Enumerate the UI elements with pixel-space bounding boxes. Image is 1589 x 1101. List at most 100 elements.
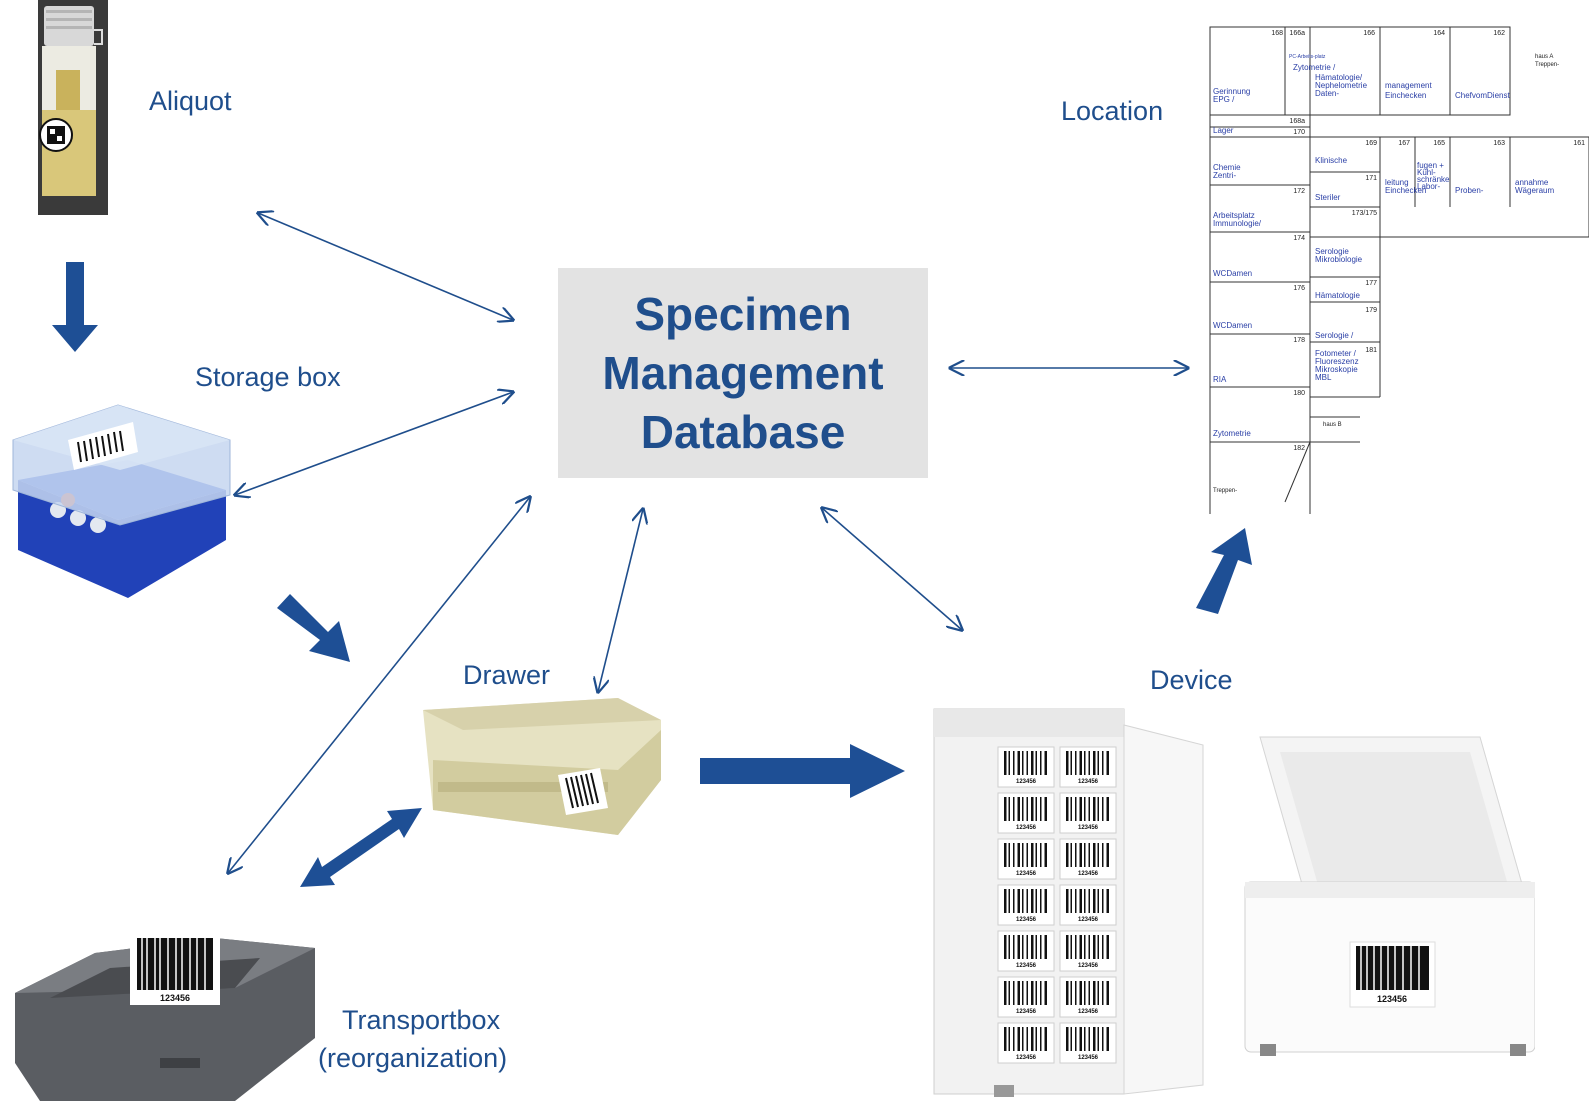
floor-plan-room-name: EPG / <box>1213 95 1235 104</box>
drawer-barcode <box>558 768 608 815</box>
floor-plan-room-name: Kühl- <box>1417 168 1436 177</box>
floor-plan-room-name: Fotometer / <box>1315 349 1357 358</box>
floor-plan-room-name: leitung <box>1385 178 1409 187</box>
floor-plan-room-number: 171 <box>1365 175 1377 182</box>
freezer-drawer-barcode-number: 123456 <box>1016 779 1037 785</box>
device-label: Device <box>1150 665 1233 695</box>
floor-plan-room-name: Zytometrie / <box>1293 63 1336 72</box>
freezer-drawer-barcode-number: 123456 <box>1016 871 1037 877</box>
chest-freezer-barcode-number: 123456 <box>1377 994 1407 1004</box>
floor-plan-room-name: Fluoreszenz <box>1315 357 1359 366</box>
upright-freezer-image: 123456 123456 123456 123456 123456 123456 1234… <box>933 708 1204 1097</box>
transportbox-barcode: 123456 <box>130 933 220 1005</box>
floor-plan-room-number: 168 <box>1271 30 1283 37</box>
floor-plan-room-number: 165 <box>1433 140 1445 147</box>
aliquot-tube-image <box>38 0 108 215</box>
freezer-drawer-barcode-number: 123456 <box>1078 779 1099 785</box>
floor-plan-room-name: management <box>1385 81 1432 90</box>
transportbox-barcode-number: 123456 <box>160 993 190 1003</box>
floor-plan-room-name: Serologie <box>1315 247 1349 256</box>
freezer-drawer-barcode: 123456 <box>997 792 1055 834</box>
flow-arrow-diagonal <box>277 594 350 662</box>
floor-plan-room-name: Treppen- <box>1535 62 1559 68</box>
floor-plan-room-name: WCDamen <box>1213 321 1252 330</box>
arrow-transportbox-db <box>228 497 530 873</box>
floor-plan-room-number: 182 <box>1293 445 1305 452</box>
floor-plan-room-name: Mikroskopie <box>1315 365 1358 374</box>
freezer-drawer-barcode: 123456 <box>1059 976 1117 1018</box>
floor-plan-room-name: WCDamen <box>1213 269 1252 278</box>
transportbox-image: 123456 <box>15 911 315 1101</box>
flow-arrow-double <box>300 808 422 887</box>
freezer-drawer-barcode: 123456 <box>1059 1022 1117 1064</box>
freezer-drawer-barcode: 123456 <box>997 838 1055 880</box>
floor-plan-room-name: Nephelometrie <box>1315 81 1368 90</box>
freezer-drawer-barcode: 123456 <box>997 976 1055 1018</box>
freezer-drawer-barcode-number: 123456 <box>1078 1009 1099 1015</box>
floor-plan-room-name: annahme <box>1515 178 1549 187</box>
floor-plan-room-name: Proben- <box>1455 186 1484 195</box>
floor-plan-room-number: 180 <box>1293 390 1305 397</box>
floor-plan-room-name: Immunologie/ <box>1213 219 1262 228</box>
freezer-drawer-barcode-number: 123456 <box>1016 1055 1037 1061</box>
floor-plan-room-name: RIA <box>1213 375 1227 384</box>
floor-plan-room-name: Einchecken <box>1385 91 1426 100</box>
arrow-storagebox-db <box>235 392 513 495</box>
floor-plan-room-name: Daten- <box>1315 89 1339 98</box>
database-title-line-2: Management <box>602 346 884 399</box>
storage-box-label: Storage box <box>195 362 341 392</box>
freezer-drawer-barcode: 123456 <box>997 1022 1055 1064</box>
floor-plan-room-name: haus A <box>1535 54 1553 60</box>
freezer-drawer-barcode-number: 123456 <box>1078 871 1099 877</box>
floor-plan-room-number: 173/175 <box>1352 210 1377 217</box>
freezer-drawer-barcode-number: 123456 <box>1078 1055 1099 1061</box>
floor-plan-room-number: 172 <box>1293 188 1305 195</box>
floor-plan-room-name: Gerinnung <box>1213 87 1250 96</box>
freezer-drawer-barcode: 123456 <box>997 930 1055 972</box>
floor-plan-room-number: 166a <box>1289 30 1305 37</box>
floor-plan-room-name: haus B <box>1323 422 1342 428</box>
freezer-drawer-barcode-number: 123456 <box>1078 963 1099 969</box>
storage-box-image <box>12 404 231 598</box>
freezer-drawer-barcode: 123456 <box>997 884 1055 926</box>
aliquot-label: Aliquot <box>149 86 232 116</box>
chest-freezer-barcode: 123456 <box>1349 941 1436 1008</box>
floor-plan-room-name: fugen + <box>1417 161 1444 170</box>
freezer-drawer-barcode: 123456 <box>1059 746 1117 788</box>
floor-plan-room-name: Arbeitsplatz <box>1213 211 1255 220</box>
chest-freezer-image: 123456 <box>1244 736 1535 1056</box>
floor-plan-room-name: Mikrobiologie <box>1315 255 1363 264</box>
freezer-drawer-barcode-number: 123456 <box>1016 825 1037 831</box>
flow-arrow-right <box>700 744 905 798</box>
floor-plan-room-number: 166 <box>1363 30 1375 37</box>
floor-plan-room-name: PC-Arbeits-platz <box>1289 54 1326 60</box>
freezer-drawer-barcode-number: 123456 <box>1016 1009 1037 1015</box>
transportbox-label: Transportbox <box>342 1005 501 1035</box>
floor-plan-room-name: Treppen- <box>1213 488 1237 494</box>
flow-arrow-down <box>52 262 98 352</box>
database-title-line-3: Database <box>640 405 846 458</box>
floor-plan-room-number: 169 <box>1365 140 1377 147</box>
floor-plan-room-number: 177 <box>1365 280 1377 287</box>
freezer-drawer-barcode: 123456 <box>1059 792 1117 834</box>
arrow-drawer-db <box>598 509 643 692</box>
floor-plan-room-name: Labor- <box>1417 182 1440 191</box>
arrow-device-db <box>822 508 962 630</box>
flow-arrow-up <box>1196 528 1252 614</box>
transportbox-note: (reorganization) <box>318 1043 508 1073</box>
floor-plan-room-number: 161 <box>1573 140 1585 147</box>
floor-plan-room-number: 168a <box>1289 118 1305 125</box>
floor-plan-room-name: Hämatologie <box>1315 291 1360 300</box>
floor-plan-room-name: Klinische <box>1315 156 1348 165</box>
floor-plan-room-name: MBL <box>1315 373 1332 382</box>
location-label: Location <box>1061 96 1164 126</box>
floor-plan-room-number: 164 <box>1433 30 1445 37</box>
database-title-line-1: Specimen <box>634 287 852 340</box>
floor-plan-room-name: Chemie <box>1213 163 1241 172</box>
floor-plan-room-number: 181 <box>1365 347 1377 354</box>
floor-plan-room-number: 170 <box>1293 129 1305 136</box>
freezer-drawer-barcode-number: 123456 <box>1016 917 1037 923</box>
floor-plan-room-number: 174 <box>1293 235 1305 242</box>
floor-plan-room-name: Einchecken <box>1385 186 1426 195</box>
freezer-drawer-barcode-number: 123456 <box>1016 963 1037 969</box>
